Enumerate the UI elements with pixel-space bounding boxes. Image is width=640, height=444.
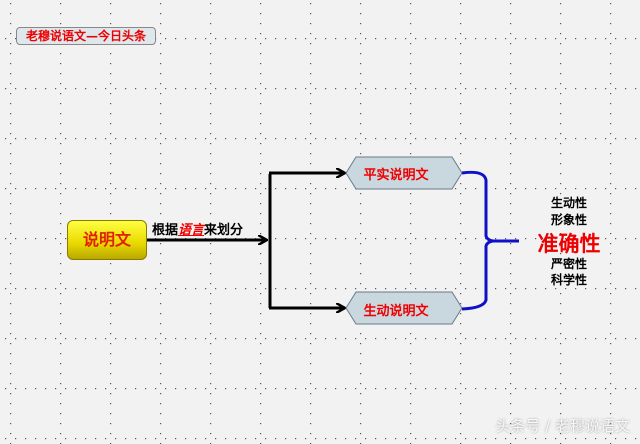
child-label-plain: 平实说明文 (363, 168, 429, 183)
feature-main: 准确性 (537, 232, 601, 256)
edge-prefix: 根据 (152, 223, 179, 238)
root-node: 说明文 (67, 220, 147, 260)
feature-item: 严密性 (550, 257, 587, 271)
hex-node-vivid (345, 291, 463, 325)
feature-item: 形象性 (550, 213, 587, 227)
hex-node-plain (345, 156, 463, 190)
title-badge: 老穆说语文—今日头条 (16, 27, 156, 45)
edge-emphasis: 语言 (178, 223, 205, 238)
brace (461, 170, 519, 311)
edge-suffix: 来划分 (204, 223, 244, 238)
edge-label: 根据语言来划分 (152, 219, 243, 238)
feature-item: 生动性 (550, 196, 587, 210)
child-label-vivid: 生动说明文 (363, 304, 429, 319)
watermark: 头条号 / 老穆说语文 (495, 417, 630, 435)
feature-item: 科学性 (550, 273, 587, 287)
